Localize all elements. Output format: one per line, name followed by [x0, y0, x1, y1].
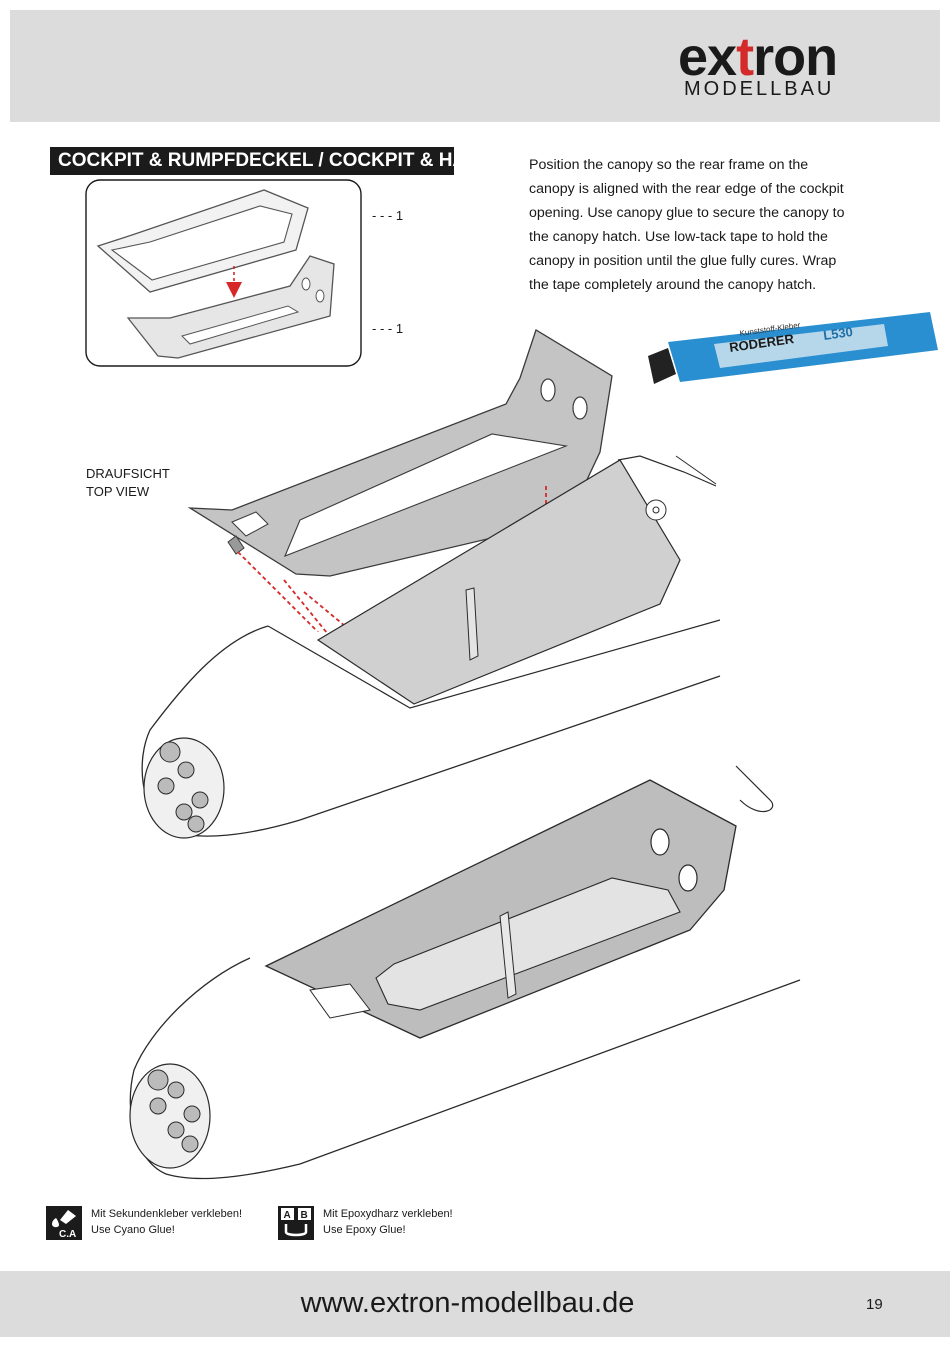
part-callout-1: - - - 1 — [372, 208, 403, 223]
epoxy-icon-text-a: A — [284, 1210, 291, 1221]
cyano-icon-text: C.A — [59, 1229, 76, 1240]
logo-subtitle: MODELLBAU — [684, 78, 835, 100]
view-label-en: TOP VIEW — [86, 484, 150, 499]
epoxy-icon-text-b: B — [301, 1210, 308, 1221]
glue-product: L530 — [822, 324, 853, 343]
part-callout-2: - - - 1 — [372, 321, 403, 336]
legend-epoxy-line2: Use Epoxy Glue! — [323, 1224, 406, 1236]
fuselage-nose-upper — [141, 455, 721, 839]
brand-logo: extron MODELLBAU — [678, 28, 898, 100]
cyano-glue-icon: C.A — [46, 1206, 82, 1240]
epoxy-glue-icon: A B — [278, 1206, 314, 1240]
legend-cyano-line1: Mit Sekundenkleber verkleben! — [91, 1208, 243, 1220]
legend-cyano-line2: Use Cyano Glue! — [91, 1224, 175, 1236]
fuselage-assembled-lower — [129, 765, 801, 1180]
view-label-de: DRAUFSICHT — [86, 466, 170, 481]
instruction-line: the canopy hatch. Use low-tack tape to h… — [529, 229, 828, 245]
instruction-line: canopy is aligned with the rear edge of … — [529, 181, 844, 197]
footer-band — [0, 1271, 950, 1337]
instruction-line: canopy in position until the glue fully … — [529, 253, 837, 269]
logo-word: extron — [678, 27, 838, 87]
canopy-hatch-part — [126, 255, 335, 359]
legend-cyano: C.A Mit Sekundenkleber verkleben! Use Cy… — [46, 1206, 276, 1240]
instruction-line: the tape completely around the canopy ha… — [529, 277, 817, 293]
view-label: DRAUFSICHT TOP VIEW — [86, 465, 170, 501]
instructions-text: Position the canopy so the rear frame on… — [529, 153, 859, 297]
section-title-bar: COCKPIT & RUMPFDECKEL / COCKPIT & HATCH — [50, 147, 504, 175]
footer-url[interactable]: www.extron-modellbau.de — [300, 1287, 635, 1319]
parts-inset: - - - 1 - - - 1 — [85, 179, 403, 367]
glue-tube-image: RODERER L530 Kunststoff-Kleber — [648, 312, 938, 384]
legend-epoxy-line1: Mit Epoxydharz verkleben! — [323, 1208, 453, 1220]
legend-epoxy: A B Mit Epoxydharz verkleben! Use Epoxy … — [278, 1206, 508, 1240]
page-number: 19 — [866, 1296, 883, 1313]
legend-cyano-text: Mit Sekundenkleber verkleben! Use Cyano … — [91, 1206, 242, 1238]
instruction-line: Position the canopy so the rear frame on… — [529, 157, 809, 173]
canopy-frame-part — [96, 189, 309, 293]
section-title: COCKPIT & RUMPFDECKEL / COCKPIT & HATCH — [58, 150, 504, 171]
exploded-hatch — [187, 329, 613, 577]
legend-epoxy-text: Mit Epoxydharz verkleben! Use Epoxy Glue… — [323, 1206, 453, 1238]
instruction-line: opening. Use canopy glue to secure the c… — [529, 205, 845, 221]
header-band — [10, 10, 940, 122]
